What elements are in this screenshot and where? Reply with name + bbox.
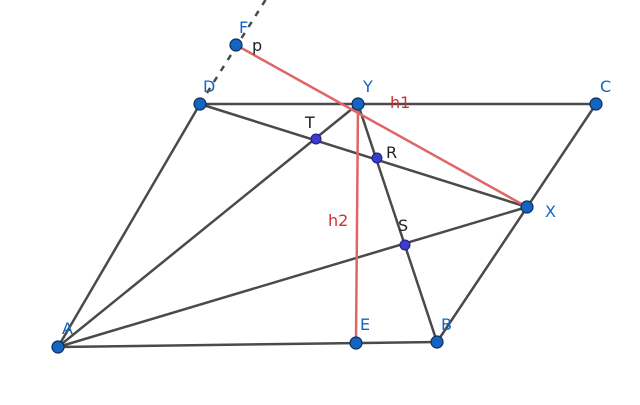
segment-AX (57, 205, 528, 349)
label-E: E (360, 315, 370, 334)
point-A[interactable] (51, 340, 65, 354)
side-DA (56, 103, 202, 348)
label-X: X (545, 202, 556, 221)
point-S[interactable] (399, 239, 411, 251)
height-h1 (235, 43, 528, 209)
label-C: C (600, 77, 611, 96)
point-C[interactable] (589, 97, 603, 111)
point-B[interactable] (430, 335, 444, 349)
label-p: p (252, 36, 262, 55)
point-R[interactable] (371, 152, 383, 164)
label-F: F (239, 18, 248, 37)
line-p-dashed (198, 0, 267, 105)
segment-DX (199, 102, 528, 209)
point-X[interactable] (520, 200, 534, 214)
label-T: T (304, 113, 315, 132)
label-Y: Y (362, 77, 373, 96)
label-S: S (398, 216, 408, 235)
point-F[interactable] (229, 38, 243, 52)
label-B: B (441, 315, 452, 334)
segment-YB (356, 103, 439, 343)
side-BC (435, 103, 598, 343)
point-E[interactable] (349, 336, 363, 350)
label-h2: h2 (328, 211, 348, 230)
point-T[interactable] (310, 133, 322, 145)
point-Y[interactable] (351, 97, 365, 111)
height-h2 (354, 103, 360, 344)
label-h1: h1 (390, 93, 410, 112)
label-A: A (62, 319, 73, 338)
label-R: R (386, 143, 397, 162)
point-D[interactable] (193, 97, 207, 111)
label-D: D (203, 77, 215, 96)
side-AB (57, 340, 438, 349)
segment-AY (57, 103, 359, 348)
